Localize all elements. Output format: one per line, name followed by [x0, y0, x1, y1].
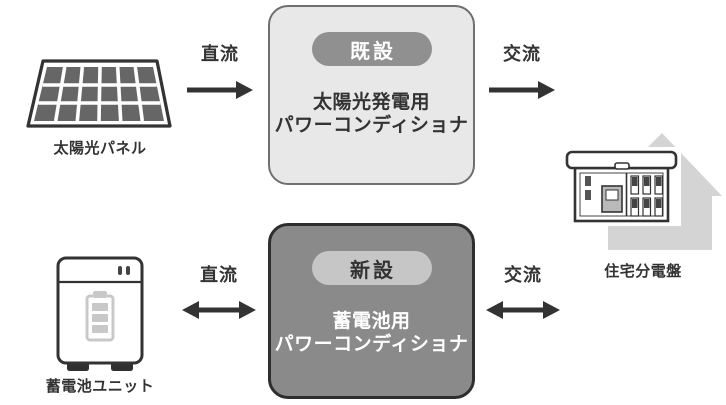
distribution-board-label: 住宅分電盤	[604, 263, 682, 280]
arrow-right-icon	[489, 81, 555, 99]
pv-ac-label: 交流	[503, 44, 541, 64]
arrow-both-icon	[182, 301, 256, 319]
existing-badge: 既設	[311, 32, 432, 66]
arrow-right-icon	[187, 81, 253, 99]
battery-unit-icon	[56, 256, 144, 371]
battery-conditioner-title-line2: パワーコンディショナ	[274, 334, 469, 355]
pv-conditioner-box: 既設 太陽光発電用 パワーコンディショナ	[268, 5, 475, 185]
pv-conditioner-title-line2: パワーコンディショナ	[274, 115, 469, 136]
battery-conditioner-box: 新設 蓄電池用 パワーコンディショナ	[268, 223, 475, 399]
solar-panel-icon	[26, 59, 172, 128]
battery-ac-label: 交流	[504, 265, 542, 285]
solar-panel-label: 太陽光パネル	[53, 140, 147, 157]
pv-conditioner-title: 太陽光発電用 パワーコンディショナ	[270, 91, 473, 137]
arrow-both-icon	[486, 301, 560, 319]
battery-unit-label: 蓄電池ユニット	[45, 378, 155, 395]
battery-conditioner-title: 蓄電池用 パワーコンディショナ	[271, 310, 472, 356]
battery-conditioner-title-line1: 蓄電池用	[332, 311, 411, 332]
pv-conditioner-title-line1: 太陽光発電用	[312, 92, 430, 113]
battery-dc-label: 直流	[200, 265, 238, 285]
new-badge: 新設	[311, 251, 432, 285]
house-distribution-board-icon	[563, 133, 722, 250]
pv-dc-label: 直流	[201, 44, 239, 64]
